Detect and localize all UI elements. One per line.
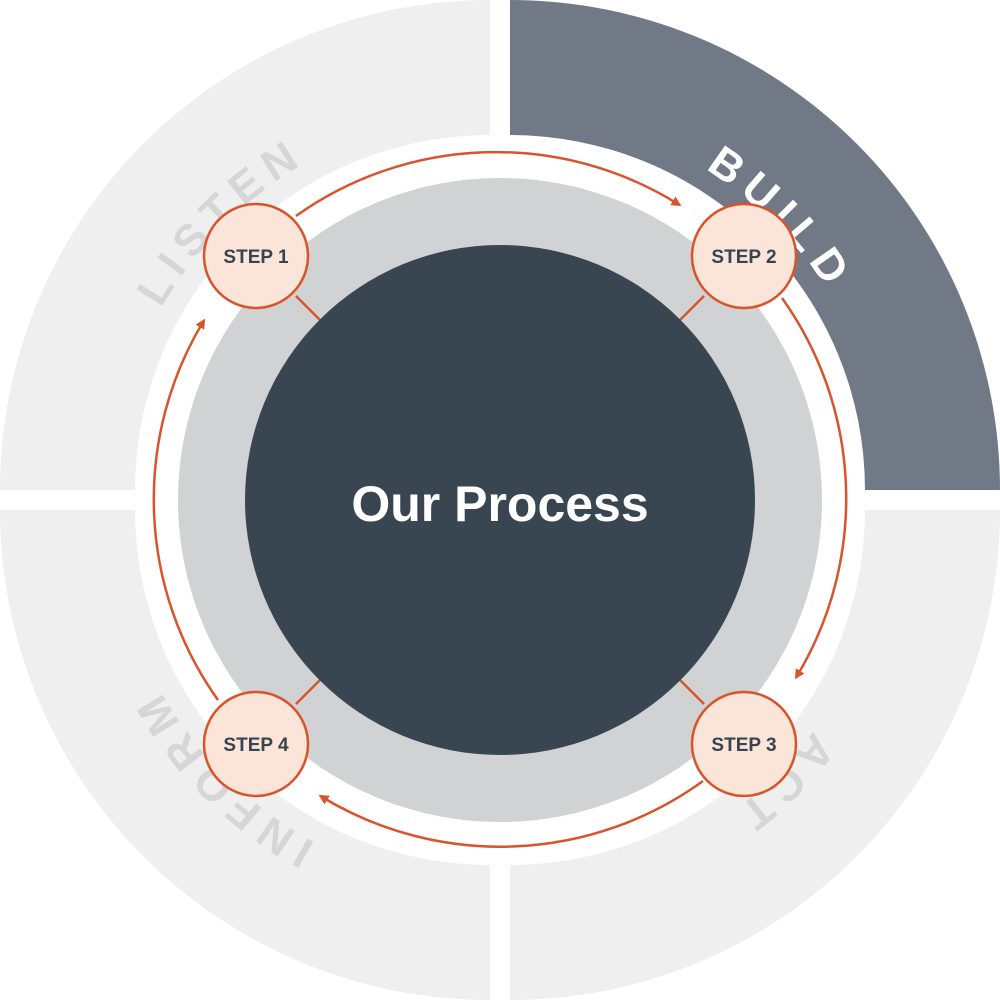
step-3-label: STEP 3 bbox=[711, 735, 776, 756]
quadrant-act bbox=[510, 510, 1000, 1000]
arrow-step-3-to-4 bbox=[318, 779, 704, 848]
arrow-step-1-to-2 bbox=[295, 150, 682, 218]
step-4: STEP 4 bbox=[202, 690, 310, 798]
step-2-circle bbox=[690, 202, 798, 310]
center-circle bbox=[245, 245, 755, 755]
connector-step-1 bbox=[295, 295, 321, 321]
step-1: STEP 1 bbox=[202, 202, 310, 310]
connector-step-3 bbox=[679, 679, 705, 705]
center-title: Our Process bbox=[351, 476, 648, 532]
step-1-circle bbox=[202, 202, 310, 310]
step-3-circle bbox=[690, 690, 798, 798]
step-3: STEP 3 bbox=[690, 690, 798, 798]
quadrant-inform bbox=[0, 510, 490, 1000]
quadrant-listen bbox=[0, 0, 490, 490]
arrow-step-4-to-1 bbox=[152, 318, 220, 701]
step-2-label: STEP 2 bbox=[711, 247, 776, 268]
step-1-label: STEP 1 bbox=[223, 247, 289, 268]
step-4-circle bbox=[202, 690, 310, 798]
flow-arrows bbox=[152, 150, 848, 848]
connector-step-2 bbox=[679, 295, 705, 321]
connector-step-4 bbox=[295, 679, 321, 705]
connectors bbox=[295, 295, 705, 705]
step-2: STEP 2 bbox=[690, 202, 798, 310]
arrow-step-2-to-3 bbox=[780, 297, 848, 680]
step-4-label: STEP 4 bbox=[223, 735, 289, 756]
quadrant-build bbox=[510, 0, 1000, 490]
